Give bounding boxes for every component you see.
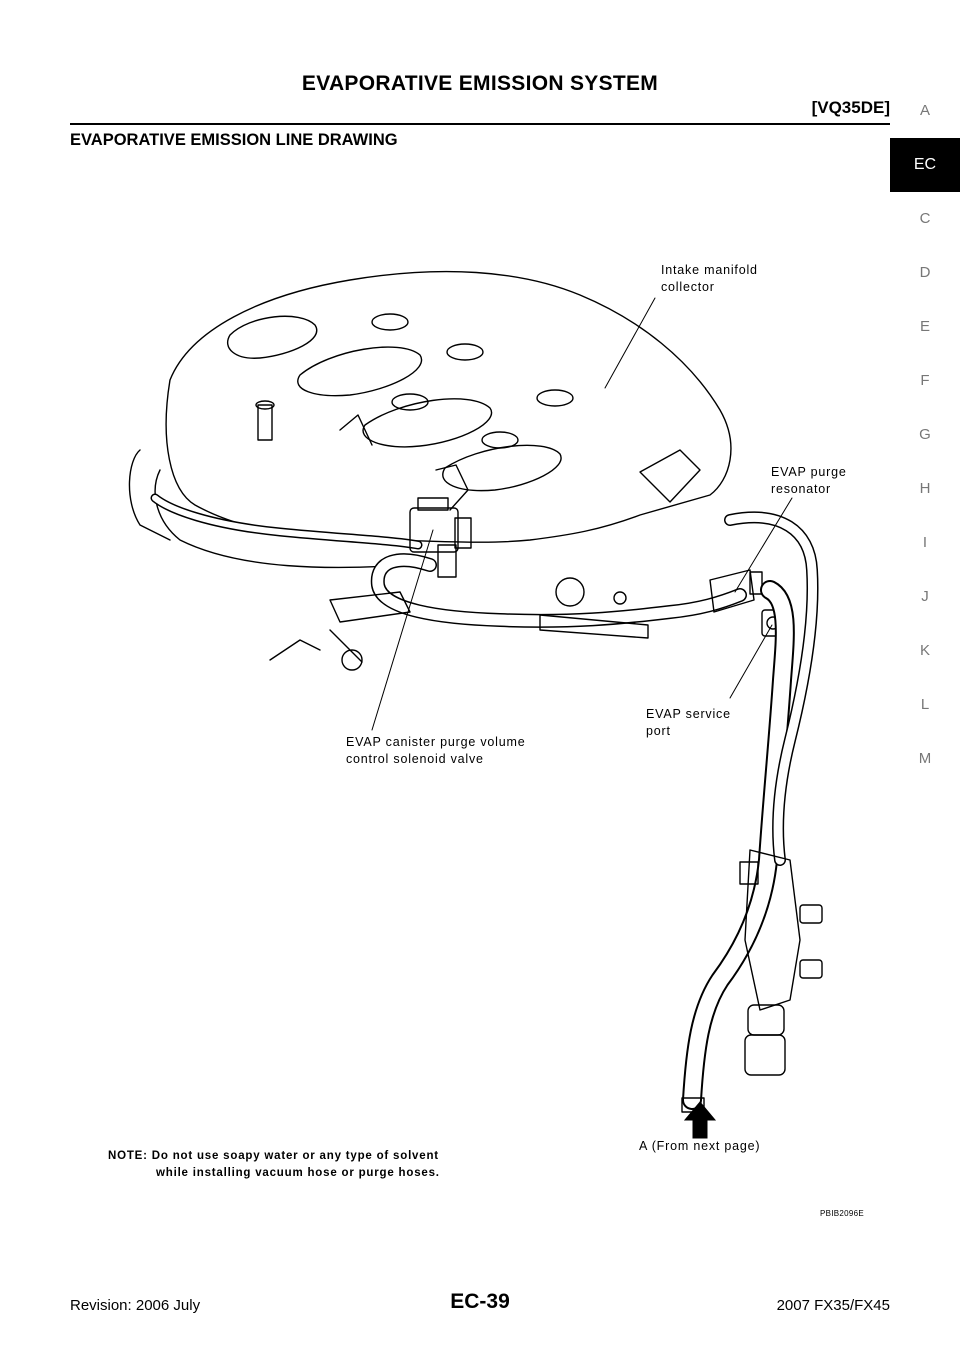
index-tab-i[interactable]: I — [922, 534, 928, 551]
index-tab-e[interactable]: E — [919, 318, 930, 335]
page-number: EC-39 — [450, 1290, 510, 1313]
evap-canister-purge-solenoid-valve — [409, 464, 472, 578]
index-tab-d[interactable]: D — [919, 264, 931, 281]
figure-note: NOTE: Do not use soapy water or any type… — [108, 1148, 440, 1182]
intake-runner-opening — [297, 346, 423, 397]
callout-line: Intake manifold — [661, 263, 758, 277]
callout-from-next-page: A (From next page) — [639, 1139, 761, 1153]
leader-line-service-port — [729, 624, 773, 699]
index-tab-c[interactable]: C — [919, 210, 931, 227]
callout-service-port: EVAP service port — [646, 706, 731, 740]
revision-label: Revision: 2006 July — [70, 1297, 201, 1314]
intake-boss — [371, 313, 409, 331]
leader-line-intake — [604, 297, 656, 389]
model-label: 2007 FX35/FX45 — [776, 1297, 890, 1314]
section-title: EVAPORATIVE EMISSION LINE DRAWING — [70, 131, 398, 149]
intake-boss — [446, 343, 484, 361]
header-divider — [70, 123, 890, 125]
index-tab-f[interactable]: F — [920, 372, 930, 389]
callout-line: collector — [661, 280, 715, 294]
callout-line: EVAP canister purge volume — [346, 735, 526, 749]
index-tab-l[interactable]: L — [920, 696, 930, 713]
intake-runner-opening — [362, 398, 493, 448]
callout-line: port — [646, 724, 671, 738]
callout-line: control solenoid valve — [346, 752, 484, 766]
intake-boss — [536, 389, 574, 407]
evap-purge-resonator — [709, 569, 763, 613]
leader-line-solenoid — [371, 529, 434, 731]
hose-bracket — [739, 849, 823, 1076]
intake-runner-opening — [442, 444, 562, 492]
callout-intake-manifold: Intake manifold collector — [661, 262, 758, 296]
page-header-title: EVAPORATIVE EMISSION SYSTEM — [301, 72, 659, 95]
index-tab-j[interactable]: J — [921, 588, 929, 605]
index-tab-a[interactable]: A — [919, 102, 930, 119]
leader-line-resonator — [734, 497, 793, 593]
intake-boss — [481, 431, 519, 449]
callout-purge-resonator: EVAP purge resonator — [771, 464, 847, 498]
index-tab-ec[interactable]: EC — [890, 138, 960, 192]
section-index-tabs: A EC C D E F G H I J K L M — [890, 84, 960, 786]
arrow-up-icon — [683, 1101, 717, 1139]
callout-line: EVAP purge — [771, 465, 847, 479]
figure-reference-code: PBIB2096E — [820, 1209, 865, 1218]
evap-line-drawing — [128, 270, 823, 1139]
index-tab-m[interactable]: M — [918, 750, 932, 767]
intake-boss — [391, 393, 429, 411]
index-tab-g[interactable]: G — [919, 426, 931, 443]
callout-line: EVAP service — [646, 707, 731, 721]
engine-code-label: [VQ35DE] — [811, 98, 890, 117]
intake-runner-opening — [227, 315, 318, 359]
note-line: NOTE: Do not use soapy water or any type… — [108, 1150, 439, 1162]
note-line: while installing vacuum hose or purge ho… — [156, 1167, 440, 1179]
index-tab-h[interactable]: H — [919, 480, 931, 497]
callout-solenoid-valve: EVAP canister purge volume control solen… — [346, 734, 525, 768]
index-tab-k[interactable]: K — [919, 642, 930, 659]
callout-line: resonator — [771, 482, 832, 496]
